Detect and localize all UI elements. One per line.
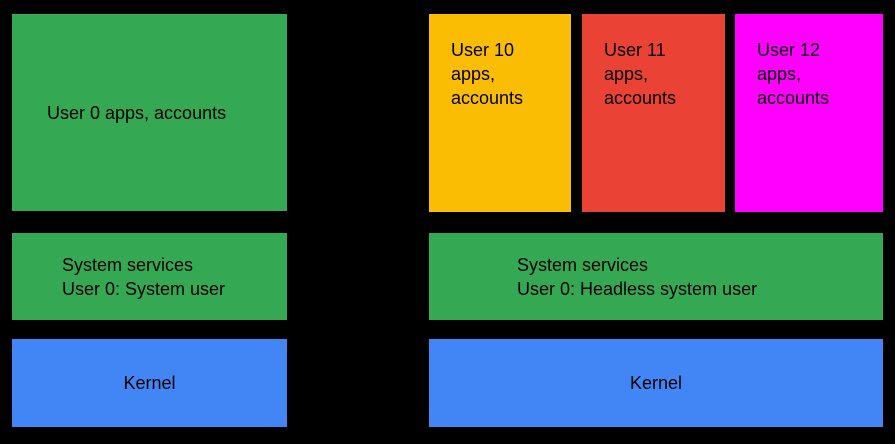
right-system-services-box: System services User 0: Headless system … xyxy=(429,233,883,320)
user0-apps-box: User 0 apps, accounts xyxy=(12,14,287,211)
right-system-services-label: System services User 0: Headless system … xyxy=(517,254,758,299)
right-kernel-box: Kernel xyxy=(429,339,883,427)
left-system-services-label: System services User 0: System user xyxy=(62,254,226,299)
left-kernel-label: Kernel xyxy=(123,373,176,393)
user11-apps-box: User 11 apps, accounts xyxy=(582,14,725,212)
user11-apps-label: User 11 apps, accounts xyxy=(604,40,677,108)
user12-apps-label: User 12 apps, accounts xyxy=(757,40,830,108)
user10-apps-label: User 10 apps, accounts xyxy=(451,40,524,108)
user10-apps-box: User 10 apps, accounts xyxy=(429,14,571,212)
left-system-services-box: System services User 0: System user xyxy=(12,233,287,320)
user12-apps-box: User 12 apps, accounts xyxy=(735,14,883,212)
right-kernel-label: Kernel xyxy=(629,373,683,393)
left-kernel-box: Kernel xyxy=(12,339,287,427)
user0-apps-label: User 0 apps, accounts xyxy=(47,102,227,123)
